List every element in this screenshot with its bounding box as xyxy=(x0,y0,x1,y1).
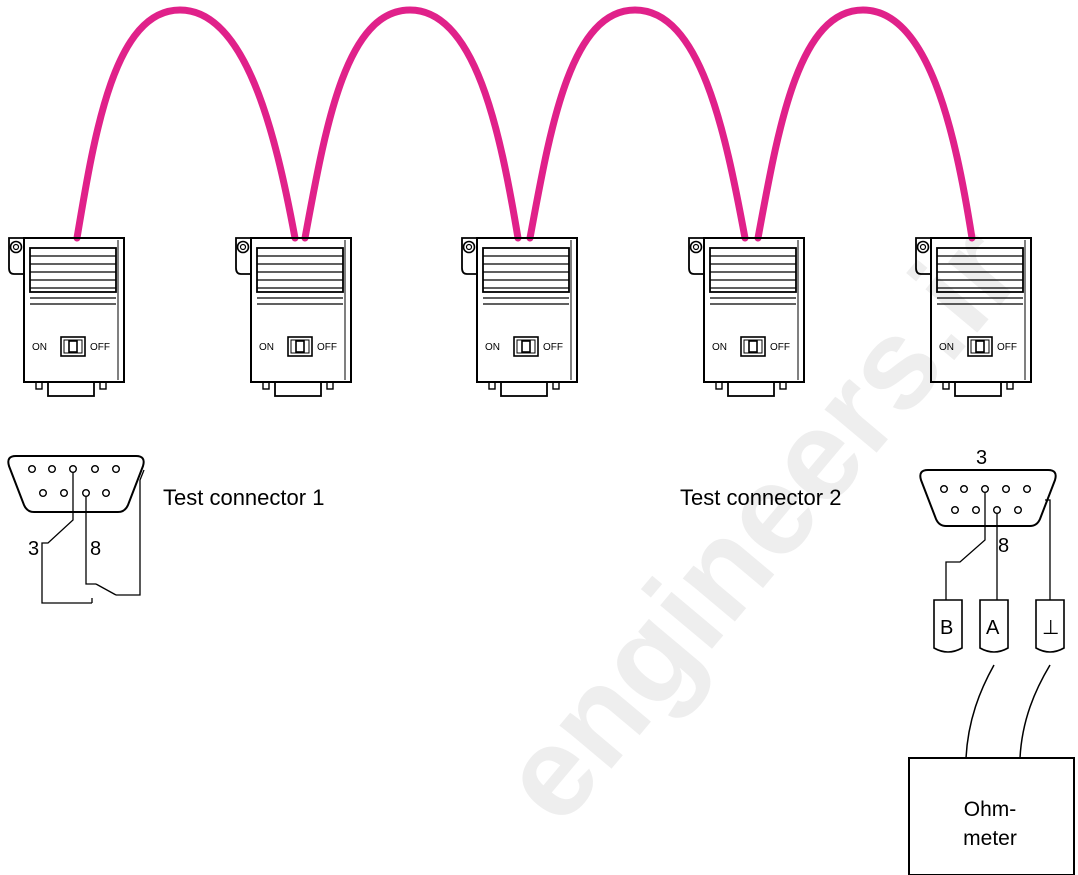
ohmmeter-label-line1: Ohm- xyxy=(964,798,1017,821)
switch-off-label: OFF xyxy=(90,342,110,353)
switch-on-label: ON xyxy=(259,342,274,353)
switch-off-label: OFF xyxy=(770,342,790,353)
test-connector-1: 3 8 Test connector 1 xyxy=(7,455,324,604)
switch-on-label: ON xyxy=(485,342,500,353)
switch-off-label: OFF xyxy=(317,342,337,353)
ohmmeter-label-line2: meter xyxy=(963,827,1017,850)
pin-8-label: 8 xyxy=(998,535,1009,557)
probe-a-label: A xyxy=(986,617,1000,639)
bus-cable xyxy=(73,6,976,242)
test-connector-2-label: Test connector 2 xyxy=(680,485,841,510)
switch-on-label: ON xyxy=(32,342,47,353)
ground-icon: ⊥ xyxy=(1042,617,1059,639)
switch-on-label: ON xyxy=(712,342,727,353)
pin-3-label: 3 xyxy=(28,538,39,560)
bus-connector-2: ON OFF xyxy=(235,237,352,397)
pin-8-label: 8 xyxy=(90,538,101,560)
pin-3-label: 3 xyxy=(976,447,987,469)
probe-b-label: B xyxy=(940,617,953,639)
switch-off-label: OFF xyxy=(997,342,1017,353)
switch-on-label: ON xyxy=(939,342,954,353)
probe-b: B xyxy=(933,599,963,653)
bus-connector-4: ON OFF xyxy=(688,237,805,397)
probe-a: A xyxy=(979,599,1009,653)
test-connector-2: 3 8 Test connector 2 B A ⊥ Ohm- meter xyxy=(680,447,1075,875)
switch-off-label: OFF xyxy=(543,342,563,353)
bus-connector-5: ON OFF xyxy=(915,237,1032,397)
test-connector-1-label: Test connector 1 xyxy=(163,485,324,510)
bus-connector-1: ON OFF xyxy=(8,237,125,397)
probe-ground: ⊥ xyxy=(1035,599,1065,653)
bus-connector-3: ON OFF xyxy=(461,237,578,397)
